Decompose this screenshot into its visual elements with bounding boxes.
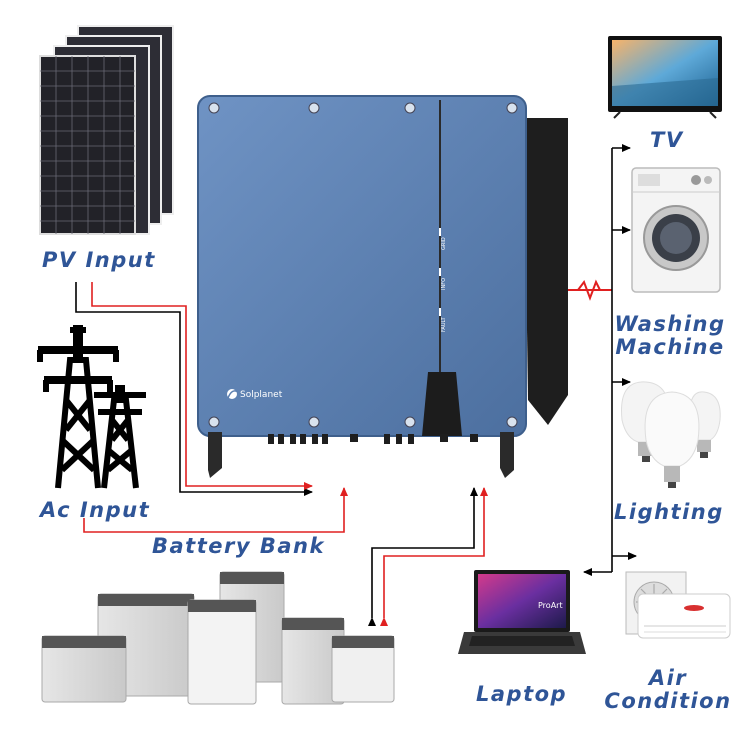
- battery-bank-icon: [41, 571, 395, 705]
- wiring: [75, 144, 637, 626]
- laptop-label: Laptop: [476, 682, 568, 706]
- ac-input-label: Ac Input: [40, 498, 151, 522]
- inverter-heatsink: [524, 118, 568, 425]
- inverter-cover: [422, 372, 462, 436]
- lighting-label: Lighting: [614, 500, 724, 524]
- inverter-led-grid: GRID: [441, 237, 447, 250]
- transmission-tower-icon: [37, 325, 146, 489]
- laptop-icon: ProArt: [458, 570, 586, 654]
- inverter-led-info: INFO: [441, 278, 447, 290]
- washing-machine-label-line1: Washing: [614, 312, 726, 336]
- air-condition-label-line2: Condition: [604, 689, 732, 713]
- air-conditioner-icon: [625, 571, 731, 639]
- inverter-brand: Solplanet: [240, 390, 283, 400]
- tv-label: TV: [650, 128, 684, 152]
- solplanet-logo: Solplanet: [227, 389, 283, 400]
- air-condition-label-line1: Air: [648, 666, 688, 690]
- inverter-body: [197, 95, 527, 437]
- inverter-unit: GRID INFO FAULT Solplanet: [197, 95, 568, 478]
- solar-panels-icon: [39, 25, 174, 235]
- laptop-screen-text: ProArt: [538, 601, 563, 610]
- ac-output-connector: [568, 279, 612, 301]
- washing-machine-icon: [631, 167, 721, 293]
- air-condition-label: Air Condition: [604, 668, 732, 712]
- battery-bank-label: Battery Bank: [152, 534, 325, 558]
- washing-machine-label: Washing Machine: [612, 314, 728, 358]
- washing-machine-label-line2: Machine: [615, 335, 725, 359]
- inverter-led-fault: FAULT: [441, 316, 447, 332]
- pv-input-label: PV Input: [42, 248, 156, 272]
- light-bulbs-icon: [621, 381, 721, 488]
- tv-icon: [608, 36, 722, 119]
